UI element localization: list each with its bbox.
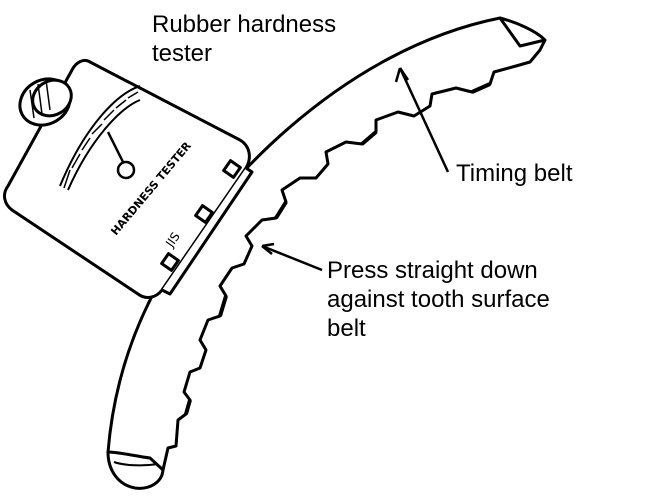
dial-scale	[67, 99, 141, 191]
contact-foot-upper	[222, 159, 242, 179]
belt-tooth-edge	[161, 39, 547, 471]
contact-foot-lower	[160, 252, 180, 272]
belt-bottom-end	[106, 450, 165, 490]
label-line: Press straight down	[327, 257, 538, 284]
label-line: belt	[327, 315, 366, 342]
label-line: against tooth surface	[327, 286, 550, 313]
tester-side	[161, 166, 254, 296]
adjust-knob	[18, 77, 73, 127]
contact-foot-middle	[194, 204, 214, 224]
leader-press	[261, 244, 323, 272]
label-line: Timing belt	[456, 160, 573, 187]
label-rubber-hardness-tester: Rubber hardness tester	[152, 10, 336, 68]
label-line: tester	[152, 40, 213, 67]
label-line: Rubber hardness	[152, 11, 337, 38]
leader-lines	[261, 67, 450, 272]
arrow-head-icon	[394, 67, 410, 83]
tooth-shading	[184, 82, 491, 415]
hardness-tester: HARDNESS TESTER JIS	[3, 58, 254, 299]
dial-center-icon	[116, 160, 136, 180]
arrow-head-icon	[261, 242, 275, 255]
belt-top-end	[498, 16, 547, 48]
leader-timing-belt	[398, 67, 450, 173]
dial-scale-outer	[59, 85, 141, 187]
dial-ticks	[63, 91, 139, 189]
label-press-instruction: Press straight down against tooth surfac…	[327, 256, 550, 343]
belt-inner-edge	[106, 16, 501, 453]
timing-belt	[106, 16, 547, 490]
belt-bottom-shadow	[113, 461, 159, 467]
label-timing-belt: Timing belt	[456, 159, 572, 188]
